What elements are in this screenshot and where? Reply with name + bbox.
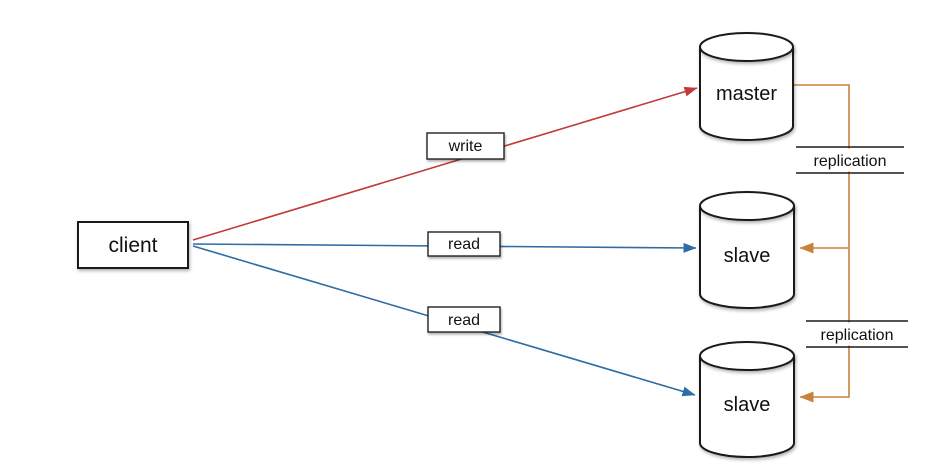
replication-label-1-background (798, 148, 902, 172)
read-label-1-text: read (448, 236, 480, 253)
slave2-db-cylinder: slave (699, 341, 795, 458)
slave1-cylinder-top (699, 191, 795, 221)
read-label-1-background (427, 231, 501, 257)
write-label-background (426, 132, 505, 160)
slave2-node-label: slave (724, 394, 771, 416)
write-edge-client-to-master (192, 86, 698, 241)
master-node-label: master (716, 83, 777, 105)
read-label-2-text: read (448, 312, 480, 329)
replication-label-1-text: replication (814, 153, 887, 170)
replication-label-1: replication (796, 146, 904, 174)
replication-label-2: replication (806, 320, 908, 348)
client-node-label: client (108, 234, 157, 257)
client-node: client (77, 221, 189, 269)
slave1-node-label: slave (724, 245, 771, 267)
slave2-cylinder-top (699, 341, 795, 371)
slave1-cylinder-body (699, 206, 795, 309)
replication-edge-master-to-slave2 (793, 84, 850, 403)
read-label-2-background (427, 306, 501, 333)
master-cylinder-top (699, 32, 794, 62)
master-db-cylinder: master (699, 32, 794, 141)
read-label-box-1: read (427, 231, 501, 257)
master-cylinder-body (699, 47, 794, 141)
slave2-cylinder-body (699, 356, 795, 458)
write-label-text: write (448, 138, 483, 155)
replication-label-2-background (808, 322, 906, 346)
write-label-box: write (426, 132, 505, 160)
client-node-box (77, 221, 189, 269)
replication-label-2-text: replication (821, 327, 894, 344)
read-label-box-2: read (427, 306, 501, 333)
slave1-db-cylinder: slave (699, 191, 795, 309)
